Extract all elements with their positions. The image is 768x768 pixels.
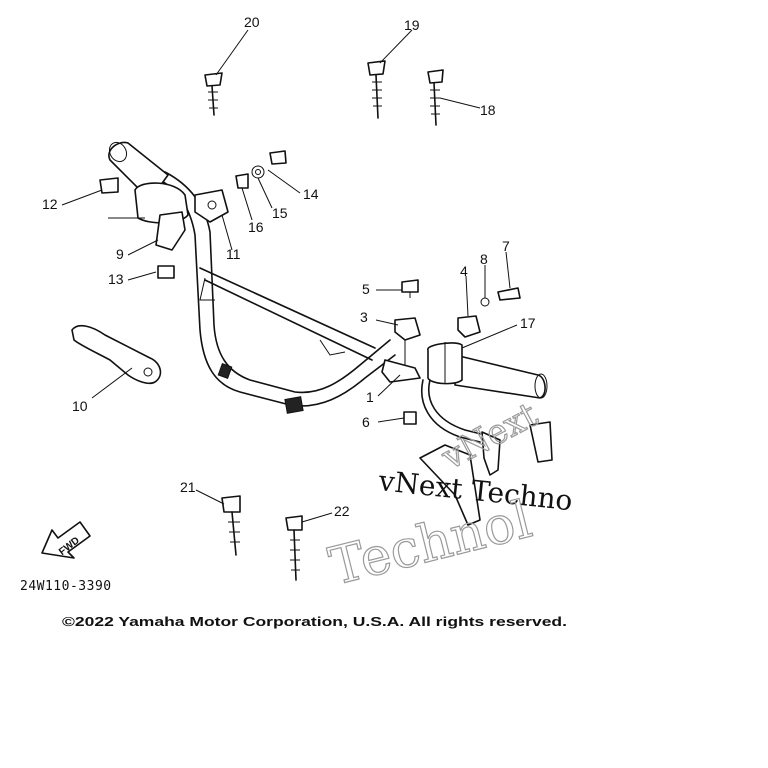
part-label: 3 <box>360 309 368 325</box>
part-label: 5 <box>362 281 370 297</box>
part-label: 20 <box>244 14 260 30</box>
part-label: 16 <box>248 219 264 235</box>
part-label: 18 <box>480 102 496 118</box>
bolts-bottom <box>221 495 303 581</box>
bolts-top <box>204 60 444 126</box>
part-label: 9 <box>116 246 124 262</box>
diagram-code: 24W110-3390 <box>20 579 112 594</box>
part-label: 17 <box>520 315 536 331</box>
part-label: 6 <box>362 414 370 430</box>
throttle-assembly <box>381 279 553 526</box>
part-label: 13 <box>108 271 124 287</box>
copyright-notice: ©2022 Yamaha Motor Corporation, U.S.A. A… <box>62 614 567 629</box>
part-label: 21 <box>180 479 196 495</box>
left-switch-assembly <box>134 182 229 251</box>
part-label: 22 <box>334 503 350 519</box>
part-label: 7 <box>502 238 510 254</box>
part-label: 11 <box>226 246 241 262</box>
part-label: 15 <box>272 205 288 221</box>
part-label: 1 <box>366 389 374 405</box>
part-label: 12 <box>42 196 58 212</box>
small-hardware <box>99 150 287 279</box>
part-label: 8 <box>480 251 488 267</box>
clutch-lever <box>71 324 162 385</box>
part-label: 4 <box>460 263 468 279</box>
part-label: 19 <box>404 17 420 33</box>
leader-lines <box>61 29 518 523</box>
forward-direction-arrow: FWD <box>41 521 91 559</box>
watermark-line2: Technol <box>324 490 538 598</box>
part-label: 14 <box>303 186 319 202</box>
part-label: 10 <box>72 398 88 414</box>
part-labels: 20 19 18 14 15 16 11 12 9 13 10 5 3 4 8 … <box>42 14 536 519</box>
